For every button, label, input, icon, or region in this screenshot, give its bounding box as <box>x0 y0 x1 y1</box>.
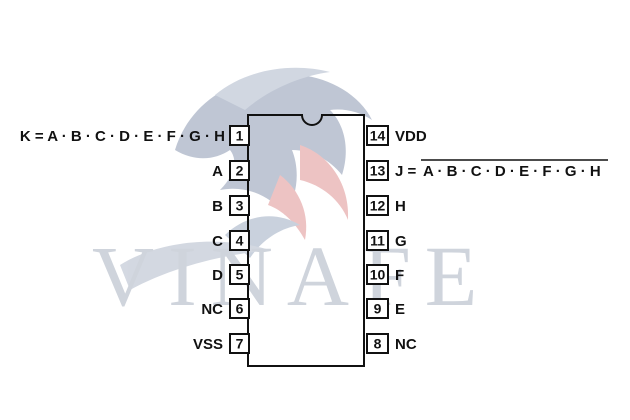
pin-number: 11 <box>370 233 385 249</box>
pin-3: 3 B <box>212 195 250 216</box>
pin-number: 8 <box>374 336 382 352</box>
pin-label: E <box>395 301 405 318</box>
pin-4: 4 C <box>212 230 250 251</box>
pin-number: 12 <box>370 198 386 214</box>
pin-number: 7 <box>236 336 244 352</box>
pin-label: D <box>212 267 223 284</box>
watermark-text: VINAFE <box>92 228 491 324</box>
pin-6: 6 NC <box>201 298 250 319</box>
pin-label: K = A · B · C · D · E · F · G · H <box>20 128 225 145</box>
pin-number: 5 <box>236 267 244 283</box>
pin-label: NC <box>395 336 417 353</box>
pin-number: 9 <box>374 301 382 317</box>
pin-8: 8 NC <box>366 333 417 354</box>
pin-7: 7 VSS <box>193 333 250 354</box>
pin-number: 14 <box>370 128 386 144</box>
pin-label: G <box>395 233 407 250</box>
pin-number: 3 <box>236 198 244 214</box>
pin-label: C <box>212 233 223 250</box>
pin-label: J = <box>395 163 417 180</box>
chip-body <box>247 114 365 367</box>
pin-number: 1 <box>236 128 244 144</box>
pin-number: 6 <box>236 301 244 317</box>
pin-label: VDD <box>395 128 427 145</box>
pin-12: 12 H <box>366 195 406 216</box>
pin-number: 10 <box>370 267 386 283</box>
right-pins: 14 VDD 13 J = A · B · C · D · E · F · G … <box>366 125 608 354</box>
pin-label: A <box>212 163 223 180</box>
pin-number: 13 <box>370 163 386 179</box>
pin-label: H <box>395 198 406 215</box>
pin-label: VSS <box>193 336 223 353</box>
pin-number: 2 <box>236 163 244 179</box>
left-pins: 1 K = A · B · C · D · E · F · G · H 2 A … <box>20 125 250 354</box>
pin-label: NC <box>201 301 223 318</box>
nand-overbar-expression: A · B · C · D · E · F · G · H <box>423 163 601 180</box>
pin-2: 2 A <box>212 160 250 181</box>
pin-label: B <box>212 198 223 215</box>
pin-label: F <box>395 267 404 284</box>
pin-number: 4 <box>236 233 244 249</box>
pin-10: 10 F <box>366 264 404 285</box>
pin-14: 14 VDD <box>366 125 427 146</box>
pin-9: 9 E <box>366 298 405 319</box>
pin-5: 5 D <box>212 264 250 285</box>
pin-11: 11 G <box>366 230 407 251</box>
pin-1: 1 K = A · B · C · D · E · F · G · H <box>20 125 250 146</box>
pin-13: 13 J = A · B · C · D · E · F · G · H <box>366 159 608 181</box>
